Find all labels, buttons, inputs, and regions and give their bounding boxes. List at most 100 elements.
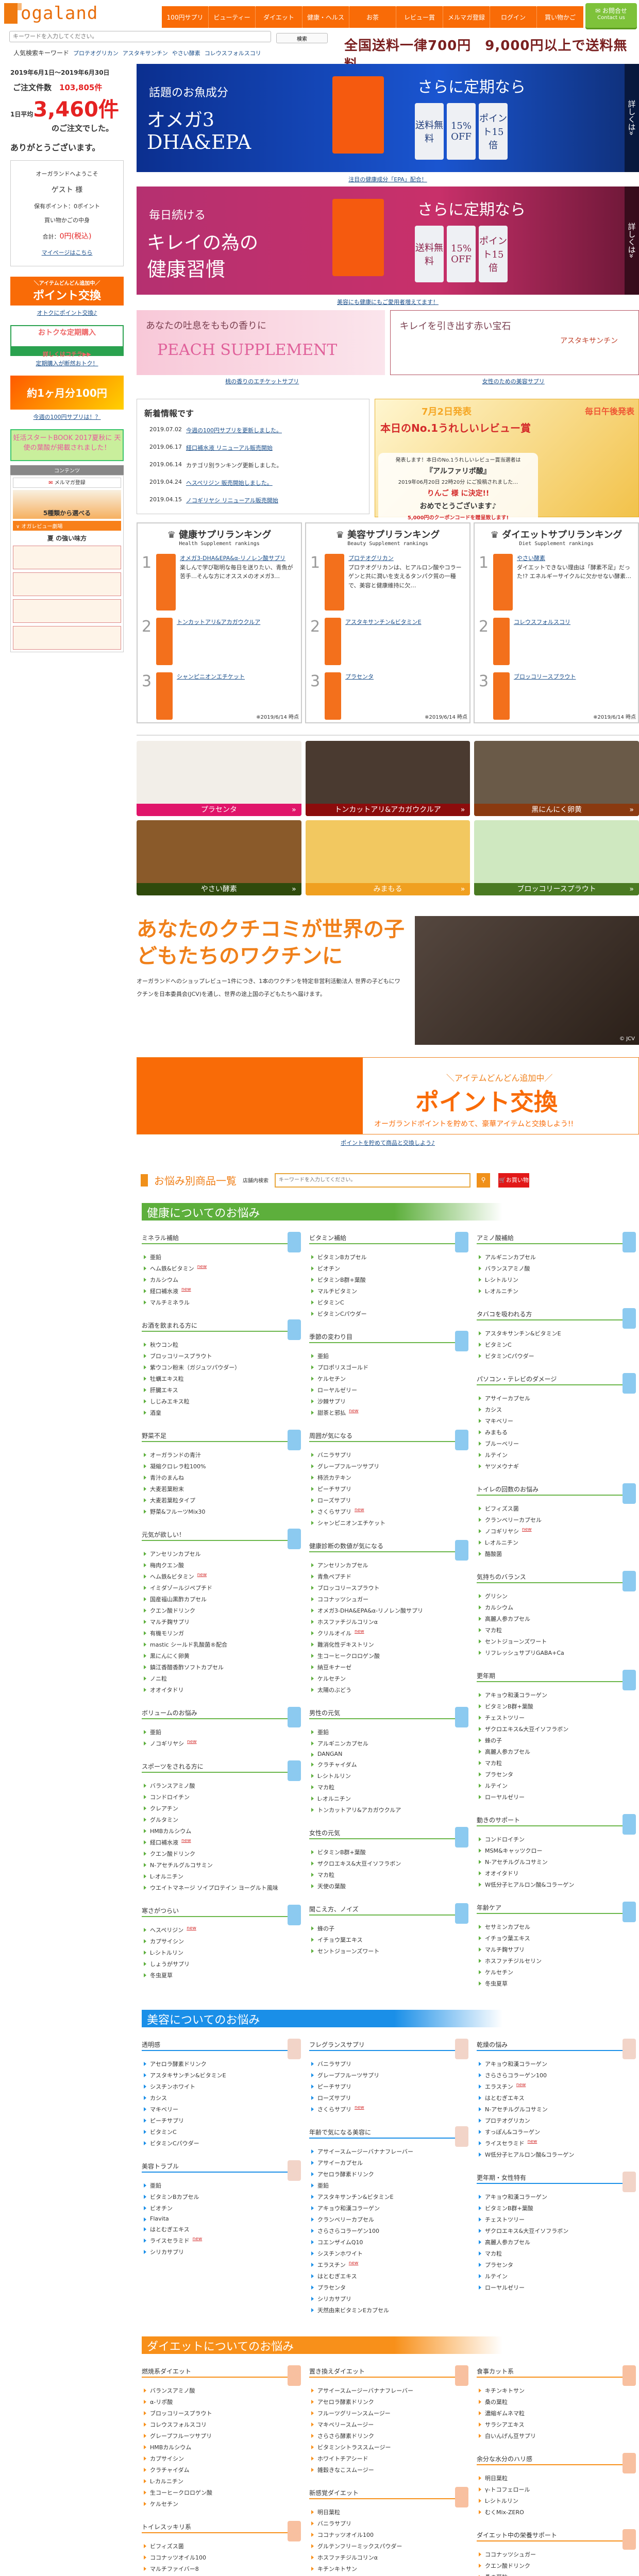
review-award-banner[interactable]: 本日のNo.1うれしいレビュー賞 7月2日発表 毎日午後発表 発表します！本日の… <box>375 399 639 526</box>
concern-item[interactable]: Flavita <box>144 2214 296 2224</box>
concern-item[interactable]: ザクロエキス&大豆イソフラボン <box>311 1858 463 1869</box>
concern-item[interactable]: 高麗人参カプセル <box>479 1746 631 1757</box>
concern-item[interactable]: ホスファチジルコリンα <box>311 1616 463 1628</box>
concern-item[interactable]: むくMix-ZERO <box>479 2506 631 2518</box>
news-link[interactable]: 今週の100円サプリを更新しました。 <box>186 427 282 434</box>
concern-item[interactable]: グレープフルーツサプリ <box>144 2430 296 2442</box>
concern-group-title[interactable]: ビタミン補給 <box>309 1234 347 1242</box>
concern-item[interactable]: イミダゾールジペプチド <box>144 1582 296 1594</box>
concern-item[interactable]: 明日葉粒 <box>311 2506 463 2518</box>
concern-group-title[interactable]: 健康診断の数値が気になる <box>309 1543 384 1550</box>
ranking-product-link[interactable]: コレウスフォルスコリ <box>514 619 570 625</box>
concern-group-title[interactable]: トイレスッキリ系 <box>142 2523 192 2531</box>
concern-item[interactable]: アキョウ和漢コラーゲン <box>479 2191 631 2202</box>
product-image[interactable] <box>156 554 176 611</box>
mail-register-banner[interactable]: ✉ メルマガ登録 <box>13 478 121 488</box>
concern-item[interactable]: ザクロエキス&大豆イソフラボン <box>479 2225 631 2236</box>
concern-item[interactable]: L-カルニチン <box>144 2476 296 2487</box>
concern-item[interactable]: 酒皇 <box>144 1407 296 1418</box>
concern-group-title[interactable]: 気持ちのバランス <box>477 1573 526 1581</box>
concern-item[interactable]: マルチ麹サプリ <box>479 1944 631 1955</box>
cart-button[interactable]: 🛒お買い物かご <box>498 1173 529 1198</box>
concern-item[interactable]: 亜鉛 <box>311 1350 463 1362</box>
concern-item[interactable]: アキョウ和漢コラーゲン <box>479 2058 631 2070</box>
concern-item[interactable]: シスチンホワイト <box>311 2248 463 2259</box>
concern-item[interactable]: 蜂の子 <box>311 1923 463 1934</box>
concern-item[interactable]: 亜鉛 <box>311 1726 463 1738</box>
concern-item[interactable]: すっぽん&コラーゲン <box>479 2126 631 2138</box>
concern-item[interactable]: ルテイン <box>479 1780 631 1791</box>
concern-item[interactable]: クラチャイダム <box>144 2464 296 2476</box>
concern-group-title[interactable]: スポーツをされる方に <box>142 1763 204 1770</box>
concern-item[interactable]: イチョウ葉エキス <box>311 1934 463 1945</box>
concern-item[interactable]: アセロラ酵素ドリンク <box>144 2058 296 2070</box>
concern-group-title[interactable]: 周囲が気になる <box>309 1432 353 1439</box>
concern-item[interactable]: コエンザイムQ10 <box>311 2236 463 2248</box>
concern-item[interactable]: はとむぎエキス <box>479 2092 631 2104</box>
concern-item[interactable]: ビタミンB群+葉酸 <box>479 1701 631 1712</box>
concern-group-title[interactable]: 置き換えダイエット <box>309 2368 365 2375</box>
concern-item[interactable]: マルチファイバー8 <box>144 2563 296 2574</box>
concern-item[interactable]: ルテイン <box>479 1449 631 1461</box>
point-exchange-banner[interactable]: ＼アイテムどんどん追加中／ポイント交換 <box>10 277 124 306</box>
concern-item[interactable]: ブルーベリー <box>479 1438 631 1449</box>
concern-item[interactable]: バランスアミノ酸 <box>144 1780 296 1791</box>
search-input[interactable] <box>9 31 271 42</box>
concern-item[interactable]: クレアチン <box>144 1803 296 1814</box>
concern-item[interactable]: ケルセチン <box>311 1373 463 1384</box>
concern-item[interactable]: しょうがサプリ <box>144 1958 296 1970</box>
concern-item[interactable]: アキョウ和漢コラーゲン <box>311 2202 463 2214</box>
concern-group-title[interactable]: 年齢で気になる美容に <box>309 2129 372 2136</box>
concern-item[interactable]: 亜鉛 <box>311 2180 463 2191</box>
concern-item[interactable]: ココナッツオイル100 <box>311 2529 463 2540</box>
concern-item[interactable]: ローズサプリ <box>311 1495 463 1506</box>
concern-item[interactable]: プラセンタ <box>479 2259 631 2270</box>
subscription-link[interactable]: 定期購入が断然おトク！ <box>36 360 98 367</box>
concern-item[interactable]: 亜鉛 <box>144 2180 296 2191</box>
product-image[interactable] <box>493 672 510 720</box>
ranking-product-link[interactable]: プラセンタ <box>345 673 374 680</box>
search-button[interactable]: 検索 <box>276 33 328 43</box>
concern-item[interactable]: アルギニンカプセル <box>311 1738 463 1749</box>
concern-item[interactable]: ビオチン <box>311 1263 463 1274</box>
concern-group-title[interactable]: 年齢ケア <box>477 1904 502 1911</box>
concern-item[interactable]: ノニ粒 <box>144 1673 296 1684</box>
concern-item[interactable]: カシス <box>479 1404 631 1415</box>
concern-group-title[interactable]: 寒さがつらい <box>142 1907 179 1914</box>
nav-item[interactable]: ダイエット <box>256 6 302 28</box>
concern-item[interactable]: 梅肉クエン酸 <box>144 1560 296 1571</box>
ranking-product-link[interactable]: シャンピニオンエチケット <box>177 673 245 680</box>
concern-item[interactable]: 亜鉛 <box>144 1251 296 1263</box>
concern-group-title[interactable]: 野菜不足 <box>142 1432 167 1439</box>
concern-item[interactable]: クランベリーカプセル <box>311 2214 463 2225</box>
nav-item[interactable]: ビューティー <box>209 6 256 28</box>
product-tile[interactable]: みまもる <box>305 820 470 895</box>
concern-item[interactable]: L-シトルリン <box>479 2495 631 2506</box>
concern-item[interactable]: クエン酸ドリンク <box>479 2560 631 2571</box>
concern-group-title[interactable]: 聞こえ方、ノイズ <box>309 1906 359 1913</box>
product-image[interactable] <box>493 618 510 665</box>
concern-group-title[interactable]: 元気が欲しい！ <box>142 1531 186 1538</box>
concern-item[interactable]: チェストツリー <box>479 2214 631 2225</box>
concern-item[interactable]: バランスアミノ酸 <box>479 1263 631 1274</box>
concern-group-title[interactable]: 新感覚ダイエット <box>309 2489 359 2497</box>
concern-item[interactable]: ブロッコリースプラウト <box>311 1582 463 1594</box>
concern-item[interactable]: アスタキサンチン&ビタミンE <box>311 2191 463 2202</box>
concern-group-title[interactable]: 女性の元気 <box>309 1829 341 1837</box>
concern-item[interactable]: シリカサプリ <box>144 2246 296 2258</box>
nav-item[interactable]: ログイン <box>490 6 537 28</box>
concern-item[interactable]: 野菜&フルーツMix30 <box>144 1506 296 1517</box>
concern-item[interactable]: グレープフルーツサプリ <box>311 2070 463 2081</box>
concern-item[interactable]: マカ粒 <box>479 1757 631 1769</box>
nav-item[interactable]: 買い物かご <box>544 13 576 21</box>
concern-item[interactable]: 大麦若葉粒タイプ <box>144 1495 296 1506</box>
hundred-yen-link[interactable]: 今週の100円サプリは！？ <box>33 414 101 420</box>
concern-item[interactable]: プラセンタ <box>311 2282 463 2293</box>
